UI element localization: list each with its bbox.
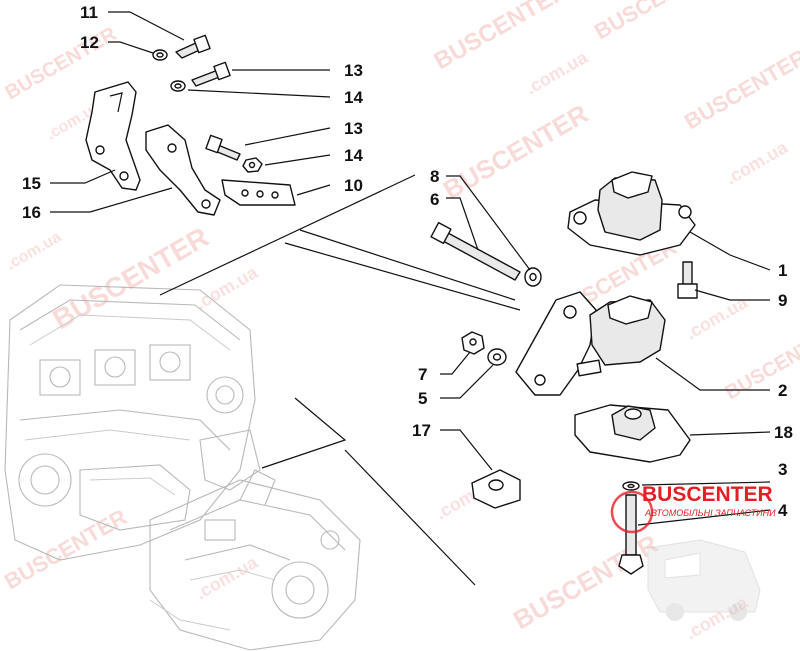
- watermark-text: BUSCENTER: [438, 98, 593, 205]
- label-12: 12: [80, 33, 99, 52]
- watermark-text: BUSCENTER: [48, 221, 214, 335]
- watermark-suffix: .com.ua: [4, 228, 65, 273]
- watermark-text: BUSCENTER: [0, 504, 131, 594]
- label-1: 1: [778, 261, 787, 280]
- bolt-9: [677, 261, 698, 299]
- nut-14-lower: [242, 157, 263, 173]
- washer-3: [622, 481, 640, 491]
- bracket-15: [85, 81, 141, 191]
- label-13a: 13: [344, 61, 363, 80]
- label-10: 10: [344, 176, 363, 195]
- label-6: 6: [430, 190, 439, 209]
- label-11: 11: [80, 3, 98, 22]
- watermark-text: BUSCENTER: [590, 0, 721, 44]
- watermark-text: BUSCENTER: [680, 44, 800, 134]
- bolt-4: [618, 494, 644, 575]
- label-8: 8: [430, 167, 439, 186]
- watermark-text: BUSCENTER: [722, 323, 800, 405]
- washer-5: [487, 348, 507, 366]
- engine-gearbox-illustration: [4, 284, 361, 651]
- label-5: 5: [418, 389, 427, 408]
- watermark-suffix: .com.ua: [522, 47, 592, 99]
- bolt-11: [175, 34, 211, 59]
- label-2: 2: [778, 381, 787, 400]
- logo-title: BUSCENTER: [642, 483, 773, 506]
- label-15: 15: [22, 174, 41, 193]
- leader-lines: [50, 11, 771, 526]
- watermark-suffix: .com.ua: [192, 262, 262, 314]
- label-3: 3: [778, 460, 787, 479]
- bolt-13-lower: [205, 134, 241, 161]
- logo-subtitle: АВТОМОБІЛЬНІ ЗАПЧАСТИНИ: [644, 508, 776, 518]
- spacer-17: [471, 469, 521, 509]
- mount-1: [567, 171, 696, 256]
- label-4: 4: [778, 501, 788, 520]
- van-icon: [647, 539, 761, 621]
- guide-lines: [159, 174, 521, 586]
- mount-2: [515, 291, 666, 396]
- watermark-suffix: .com.ua: [722, 137, 792, 189]
- label-14a: 14: [344, 88, 363, 107]
- buscenter-logo: BUSCENTER АВТОМОБІЛЬНІ ЗАПЧАСТИНИ: [610, 483, 776, 621]
- washer-8: [524, 267, 542, 287]
- label-14b: 14: [344, 146, 363, 165]
- bracket-16: [145, 124, 221, 216]
- label-16: 16: [22, 203, 41, 222]
- label-7: 7: [418, 365, 427, 384]
- plate-10: [221, 179, 296, 206]
- long-bolt-6: [430, 221, 521, 281]
- nut-7: [461, 331, 485, 355]
- watermark-text: BUSCENTER: [508, 528, 663, 635]
- washer-14-upper: [170, 80, 186, 92]
- label-13b: 13: [344, 119, 363, 138]
- mount-pad-18: [574, 404, 691, 463]
- washer-12: [152, 49, 168, 61]
- label-9: 9: [778, 291, 787, 310]
- part-number-labels: 11 12 13 14 13 14 10 15 16 8 6 1 9 2 7 5…: [22, 3, 793, 520]
- label-18: 18: [774, 423, 793, 442]
- bolt-13-upper: [191, 61, 231, 87]
- label-17: 17: [412, 421, 431, 440]
